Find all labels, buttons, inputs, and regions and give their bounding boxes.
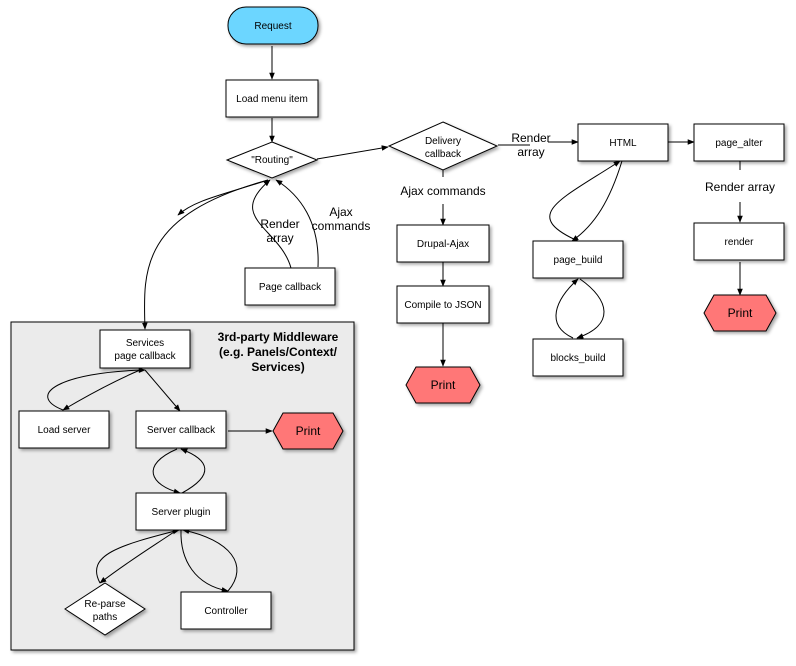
node-server-plugin[interactable]: Server plugin [135,492,227,531]
compile-to-json-label: Compile to JSON [404,300,481,311]
page-callback-label: Page callback [259,282,322,293]
node-load-menu-item[interactable]: Load menu item [225,79,319,118]
print-ajax-shape [405,366,481,404]
page-build-label: page_build [554,255,603,266]
edge-html-to-page-build [571,160,623,242]
routing-label: "Routing" [251,155,293,166]
node-routing[interactable]: "Routing" [225,141,319,179]
render-label: render [725,237,755,248]
edge-server-callback-to-server-plugin [152,448,181,495]
label-ajax-commands-mid: Ajax commands [400,184,485,198]
node-compile-to-json[interactable]: Compile to JSON [396,285,490,324]
html-label: HTML [609,138,637,149]
services-page-callback-label-line-1: Services [126,338,164,349]
edge-server-plugin-to-reparse [99,529,178,584]
node-page-callback[interactable]: Page callback [244,267,336,306]
server-plugin-label: Server plugin [152,507,211,518]
print-ajax-label: Print [431,378,456,392]
load-menu-item-label: Load menu item [236,94,308,105]
routing-shape [225,141,319,179]
node-server-callback[interactable]: Server callback [135,410,227,449]
delivery-callback-label-line-2: callback [425,149,462,160]
middleware-title-line-3: Services) [251,360,304,374]
edge-routing-to-services-page-callback [141,179,269,330]
node-html[interactable]: HTML [577,123,669,162]
drupal-ajax-shape [396,224,490,263]
server-plugin-shape [135,492,227,531]
edge-page-build-to-blocks-build [576,278,605,339]
node-drupal-ajax[interactable]: Drupal-Ajax [396,224,490,263]
edge-server-plugin-to-controller [180,529,229,593]
middleware-title-line-2: (e.g. Panels/Context/ [219,345,338,359]
compile-to-json-shape [396,285,490,324]
label-render-array-top-line-2: array [517,145,544,159]
html-shape [577,123,669,162]
print-middleware-label: Print [296,424,321,438]
node-print-render[interactable]: Print [703,294,777,332]
label-render-array-left-line-1: Render [260,217,299,231]
delivery-callback-label-line-1: Delivery [425,136,461,147]
edge-services-to-load-server [62,369,141,411]
services-page-callback-shape [99,329,191,369]
load-menu-item-shape [225,79,319,118]
print-render-shape [703,294,777,332]
node-print-ajax[interactable]: Print [405,366,481,404]
label-render-array-right: Render array [705,180,775,194]
print-render-label: Print [728,306,753,320]
edge-page-callback-to-routing-render-array [252,179,292,269]
server-callback-label: Server callback [147,425,216,436]
load-server-shape [18,410,110,449]
label-render-array-left-line-2: array [266,231,293,245]
middleware-title-line-1: 3rd-party Middleware [218,330,339,344]
node-blocks-build[interactable]: blocks_build [532,338,624,377]
nodes: Request Load menu item "Routing" Deliver… [18,6,785,636]
edge-page-build-to-html [549,160,621,242]
page-build-shape [532,240,624,279]
edge-labels: Render array Ajax commands Render array … [260,131,775,245]
edge-services-to-server-callback [144,369,181,412]
edge-load-server-to-services [47,367,146,411]
node-page-alter[interactable]: page_alter [693,123,785,162]
node-controller[interactable]: Controller [180,591,272,630]
reparse-paths-label-line-2: paths [93,612,117,623]
request-shape [227,6,319,45]
server-callback-shape [135,410,227,449]
edge-server-plugin-to-server-callback [180,448,206,494]
reparse-paths-label-line-1: Re-parse [84,599,126,610]
node-load-server[interactable]: Load server [18,410,110,449]
label-render-array-top-line-1: Render [511,131,550,145]
blocks-build-label: blocks_build [550,353,605,364]
reparse-paths-shape [64,582,146,636]
edge-controller-to-server-plugin [182,528,238,592]
node-page-build[interactable]: page_build [532,240,624,279]
edge-blocks-build-to-page-build [555,278,579,339]
services-page-callback-label-line-2: page callback [114,351,176,362]
controller-label: Controller [204,606,248,617]
node-request[interactable]: Request [227,6,319,45]
label-ajax-commands-left-line-2: commands [312,219,371,233]
load-server-label: Load server [38,425,91,436]
edge-page-callback-to-routing-ajax-commands [275,179,319,268]
request-label: Request [254,21,291,32]
edge-reparse-to-server-plugin [96,528,180,584]
render-shape [693,222,785,261]
controller-shape [180,591,272,630]
node-render[interactable]: render [693,222,785,261]
edge-routing-to-delivery-callback [316,145,389,160]
node-reparse-paths[interactable]: Re-parse paths [64,582,146,636]
print-middleware-shape [272,412,344,450]
node-services-page-callback[interactable]: Services page callback [99,329,191,369]
node-print-middleware[interactable]: Print [272,412,344,450]
page-callback-shape [244,267,336,306]
edges [47,46,743,593]
node-delivery-callback[interactable]: Delivery callback [387,121,499,171]
blocks-build-shape [532,338,624,377]
delivery-callback-shape [387,121,499,171]
drupal-ajax-label: Drupal-Ajax [417,239,469,250]
label-ajax-commands-left-line-1: Ajax [329,205,352,219]
page-alter-shape [693,123,785,162]
page-alter-label: page_alter [715,138,763,149]
